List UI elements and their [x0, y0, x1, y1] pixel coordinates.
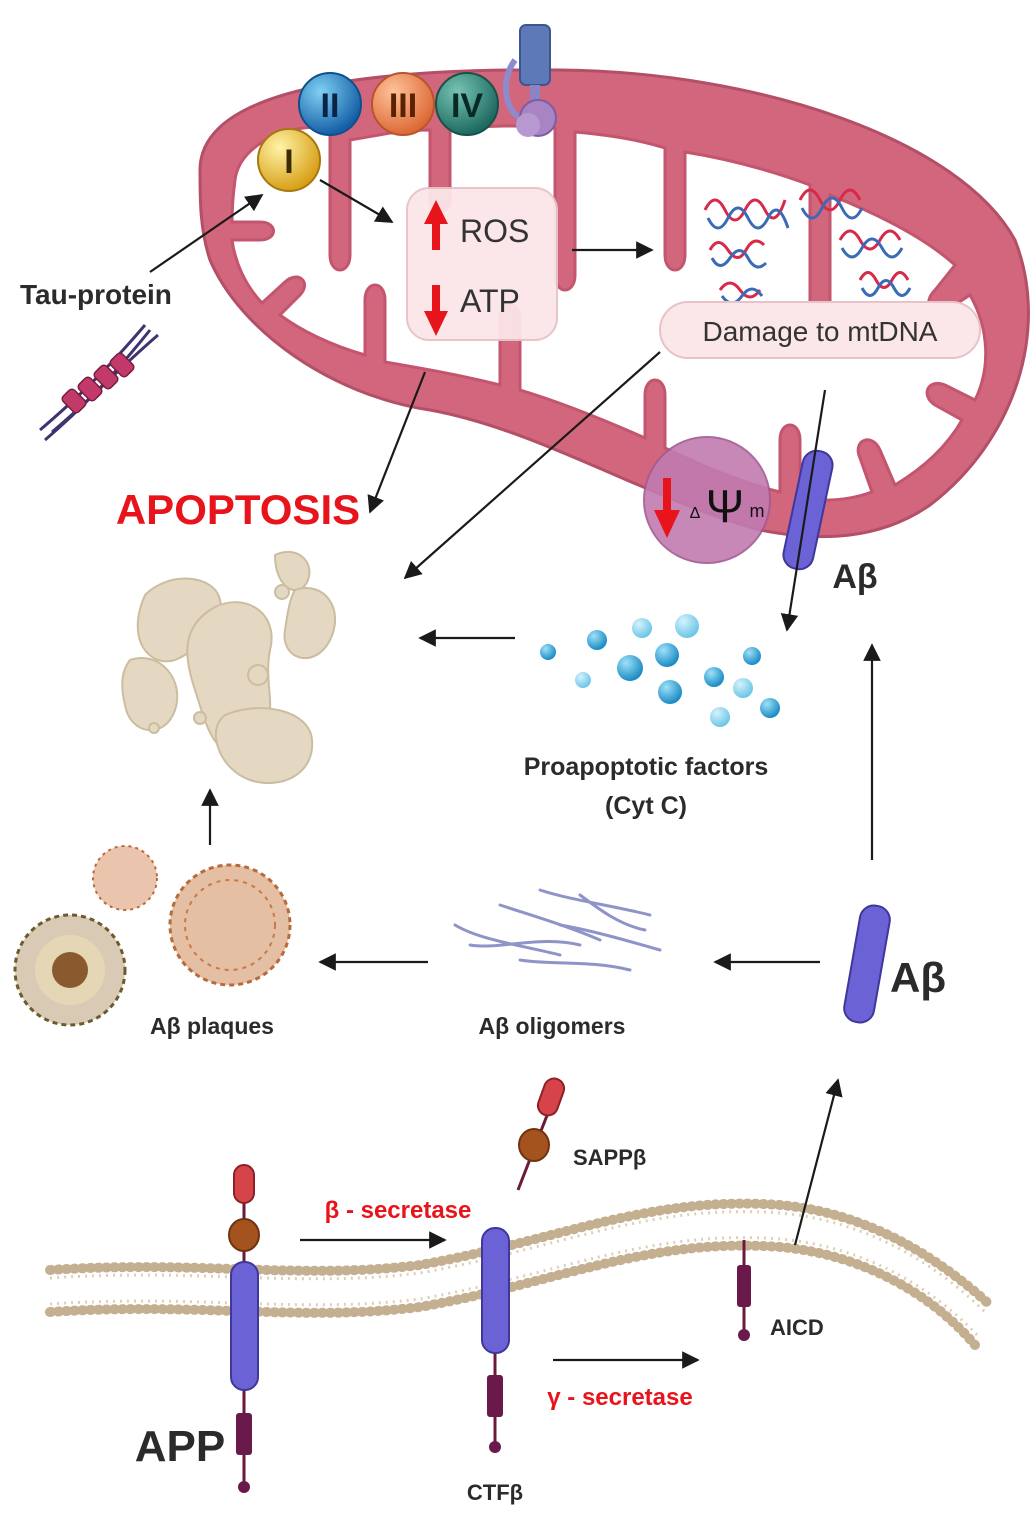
arrow-abeta-to-cytc [780, 389, 827, 632]
tau-protein-icon [39, 324, 159, 442]
ctfb-protein-icon [481, 1227, 510, 1453]
sappb-label: SAPPβ [573, 1145, 646, 1170]
complex-III-label: III [389, 87, 417, 125]
complex-II: II [298, 72, 362, 136]
complex-I: I [257, 128, 321, 192]
complex-II-label: II [321, 87, 340, 125]
psi-symbol: Ψ [706, 480, 744, 532]
abeta-plaques-icon [13, 845, 292, 1027]
tau-protein-label: Tau-protein [20, 279, 172, 310]
down-arrow-icon [654, 478, 680, 538]
arrows [149, 179, 881, 1369]
down-arrow-icon [424, 285, 448, 336]
psi-subscript: m [750, 501, 765, 521]
app-protein-icon [228, 1164, 260, 1493]
abeta-oligomers-icon [453, 888, 662, 972]
complex-III: III [371, 72, 435, 136]
ctfb-label: CTFβ [467, 1480, 523, 1505]
atp-synthase-icon [502, 24, 557, 137]
gamma-secretase-label: γ - secretase [547, 1384, 692, 1411]
abeta-plaques-label: Aβ plaques [150, 1013, 274, 1039]
lipid-bilayer [45, 1198, 995, 1350]
app-label: APP [135, 1422, 225, 1471]
aicd-label: AICD [770, 1315, 824, 1340]
arrow-complex-I-to-ros [319, 179, 394, 223]
complex-IV-label: IV [451, 87, 483, 125]
abeta-mito-label: Aβ [832, 558, 877, 596]
atp-label: ATP [460, 283, 520, 319]
abeta-mito-rod-icon [782, 449, 834, 571]
cyt-c-label: (Cyt C) [605, 792, 687, 820]
arrow-atp-to-apoptosis [367, 371, 427, 514]
abeta-rod-icon [843, 904, 891, 1024]
abeta-label: Aβ [890, 954, 946, 1001]
up-arrow-icon [424, 200, 448, 250]
proapoptotic-label: Proapoptotic factors [524, 753, 768, 781]
arrow-membrane-to-abeta [793, 1078, 843, 1246]
sappb-fragment-icon [516, 1077, 566, 1191]
abeta-oligomers-label: Aβ oligomers [479, 1013, 626, 1039]
ros-atp-box: ROS ATP [406, 187, 558, 341]
aicd-fragment-icon [737, 1240, 751, 1341]
arrow-tau-to-complex-I [149, 194, 264, 273]
beta-secretase-label: β - secretase [325, 1197, 472, 1224]
complex-IV: IV [435, 72, 499, 136]
etc-complexes: I II III IV [257, 24, 557, 192]
complex-I-label: I [284, 143, 293, 181]
apoptotic-cell-debris [121, 550, 336, 785]
membrane-potential-circle: Δ Ψ m [643, 436, 771, 564]
apoptosis-label: APOPTOSIS [116, 486, 360, 533]
ros-label: ROS [460, 213, 529, 249]
arrow-mtdna-to-apoptosis [403, 351, 661, 580]
cytochrome-c-particles [540, 614, 780, 727]
mtdna-damage-label: Damage to mtDNA [703, 316, 938, 347]
delta-symbol: Δ [690, 505, 701, 522]
mtdna-damage-box: Damage to mtDNA [659, 301, 981, 359]
